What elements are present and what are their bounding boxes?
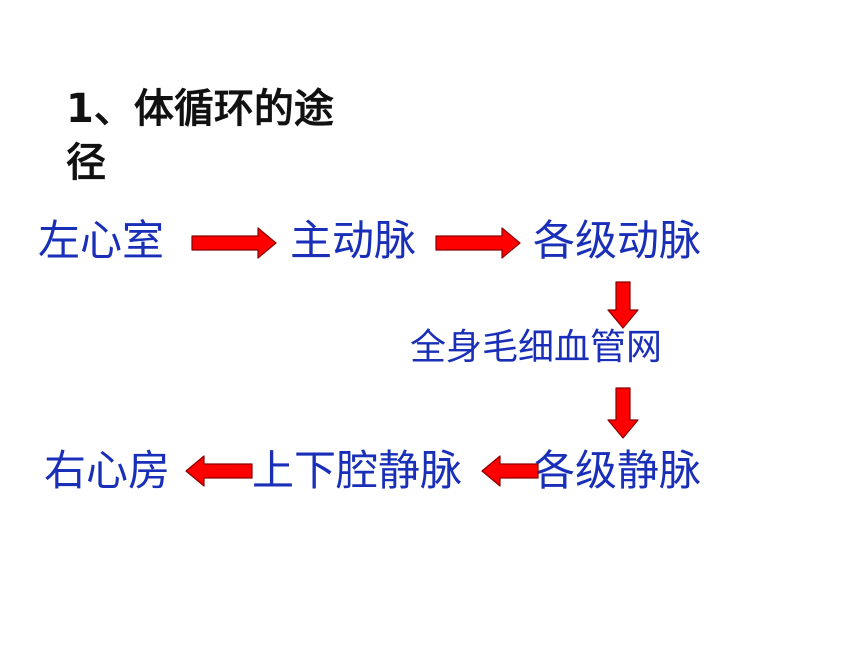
node-vena-cava: 上下腔静脉 <box>252 446 463 495</box>
node-arteries: 各级动脉 <box>533 216 702 265</box>
arrow-capillaries-to-veins <box>607 387 639 439</box>
node-capillaries: 全身毛细血管网 <box>410 327 663 368</box>
node-right-atrium: 右心房 <box>44 446 171 495</box>
arrow-arteries-to-capillaries <box>607 281 639 329</box>
arrow-vena-cava-to-right-atrium <box>185 455 253 487</box>
arrow-veins-to-vena-cava <box>481 455 539 487</box>
node-aorta: 主动脉 <box>290 216 417 265</box>
page-title: 1、体循环的途径 <box>66 86 334 186</box>
node-left-ventricle: 左心室 <box>38 216 165 265</box>
node-veins: 各级静脉 <box>533 446 702 495</box>
arrow-left-ventricle-to-aorta <box>191 227 277 259</box>
arrow-aorta-to-arteries <box>435 227 521 259</box>
